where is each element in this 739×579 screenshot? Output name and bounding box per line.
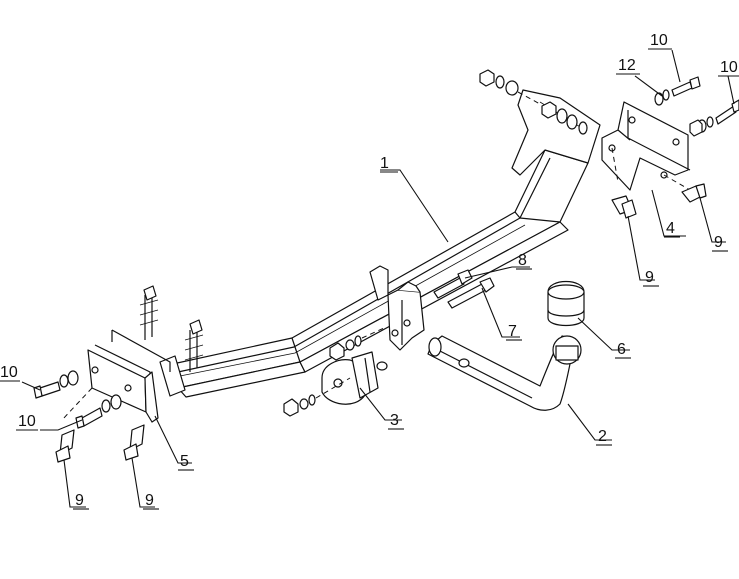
callout-9-right-a: 9	[645, 269, 654, 286]
left-side-bracket	[61, 285, 204, 423]
right-side-bracket	[601, 101, 691, 191]
socket-plate	[321, 351, 388, 405]
callout-6: 6	[617, 341, 626, 358]
bolt-8	[433, 269, 473, 299]
callout-5: 5	[180, 453, 189, 470]
callout-labels: 1 2 3 4 5 6 7 8 9 9 9 9 10 10 10 10 12	[0, 32, 738, 509]
hitch-socket-bracket	[369, 265, 425, 351]
callout-9-right-b: 9	[714, 234, 723, 251]
bolt-9-left-b	[123, 424, 145, 461]
callout-10-left-bottom: 10	[18, 413, 36, 430]
ball-cover-cap	[547, 280, 585, 327]
cross-beam	[159, 149, 589, 398]
callout-12: 12	[618, 57, 636, 74]
callout-9-left-a: 9	[75, 492, 84, 509]
callout-4: 4	[666, 220, 675, 237]
callout-2: 2	[598, 428, 607, 445]
leader-lines	[21, 49, 735, 508]
label-underlines	[0, 48, 739, 510]
bolt-7	[447, 277, 495, 309]
callout-10-right-top: 10	[650, 32, 668, 49]
left-bolt-assembly	[33, 370, 122, 429]
callout-10-right-edge: 10	[720, 59, 738, 76]
callout-7: 7	[508, 323, 517, 340]
callout-3: 3	[390, 412, 399, 429]
tow-ball-arm	[427, 335, 582, 411]
bolt-9-left-a	[55, 429, 75, 463]
callout-1: 1	[380, 155, 389, 172]
socket-plate-nuts	[283, 327, 385, 417]
right-top-bolt-assembly	[654, 76, 739, 137]
bolt-9-right-a	[611, 195, 637, 219]
callout-8: 8	[518, 252, 527, 269]
callout-10-left-top: 10	[0, 364, 18, 381]
bolt-9-right-b	[681, 183, 707, 203]
callout-9-left-b: 9	[145, 492, 154, 509]
top-plate-bolt-stack	[479, 69, 588, 135]
